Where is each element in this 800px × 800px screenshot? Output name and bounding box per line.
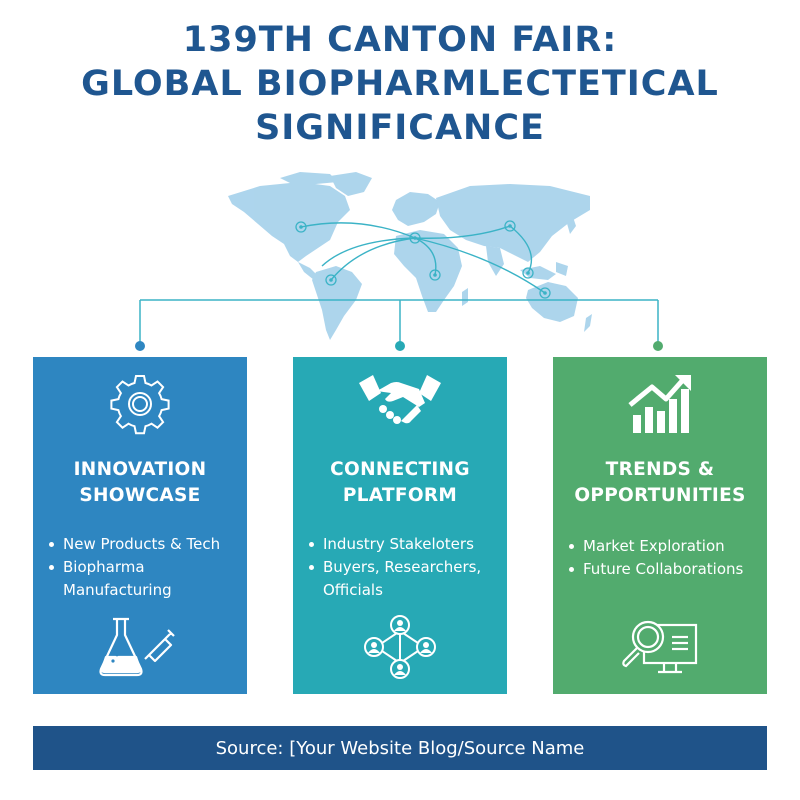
title-line-3: SIGNIFICANCE bbox=[255, 108, 545, 148]
list-item: Market Exploration bbox=[569, 535, 773, 558]
gear-icon bbox=[33, 371, 247, 437]
page-title: 139TH CANTON FAIR: GLOBAL BIOPHARMLECTET… bbox=[0, 18, 800, 150]
source-footer: Source: [Your Website Blog/Source Name bbox=[33, 726, 767, 770]
card-innovation-showcase: INNOVATION SHOWCASE New Products & Tech … bbox=[33, 357, 247, 694]
trend-chart-icon bbox=[553, 371, 767, 437]
flask-syringe-icon bbox=[33, 615, 247, 679]
card-heading: CONNECTING PLATFORM bbox=[330, 459, 470, 506]
card-trends-opportunities: TRENDS & OPPORTUNITIES Market Exploratio… bbox=[553, 357, 767, 694]
search-monitor-icon bbox=[553, 615, 767, 679]
title-line-2: GLOBAL BIOPHARMLECTETICAL bbox=[81, 64, 719, 104]
list-item: Future Collaborations bbox=[569, 558, 773, 581]
list-item: Biopharma Manufacturing bbox=[49, 556, 253, 602]
card-heading: TRENDS & OPPORTUNITIES bbox=[574, 459, 746, 506]
source-text: Source: [Your Website Blog/Source Name bbox=[215, 737, 585, 759]
bullet-list: New Products & Tech Biopharma Manufactur… bbox=[47, 533, 253, 602]
list-item: New Products & Tech bbox=[49, 533, 253, 556]
card-heading: INNOVATION SHOWCASE bbox=[73, 459, 207, 506]
card-connecting-platform: CONNECTING PLATFORM Industry Stakeloters… bbox=[293, 357, 507, 694]
network-people-icon bbox=[293, 615, 507, 679]
bullet-list: Industry Stakeloters Buyers, Researchers… bbox=[307, 533, 513, 602]
list-item: Buyers, Researchers, Officials bbox=[309, 556, 513, 602]
title-line-1: 139TH CANTON FAIR: bbox=[182, 20, 618, 60]
list-item: Industry Stakeloters bbox=[309, 533, 513, 556]
bullet-list: Market Exploration Future Collaborations bbox=[567, 535, 773, 581]
handshake-icon bbox=[293, 371, 507, 437]
